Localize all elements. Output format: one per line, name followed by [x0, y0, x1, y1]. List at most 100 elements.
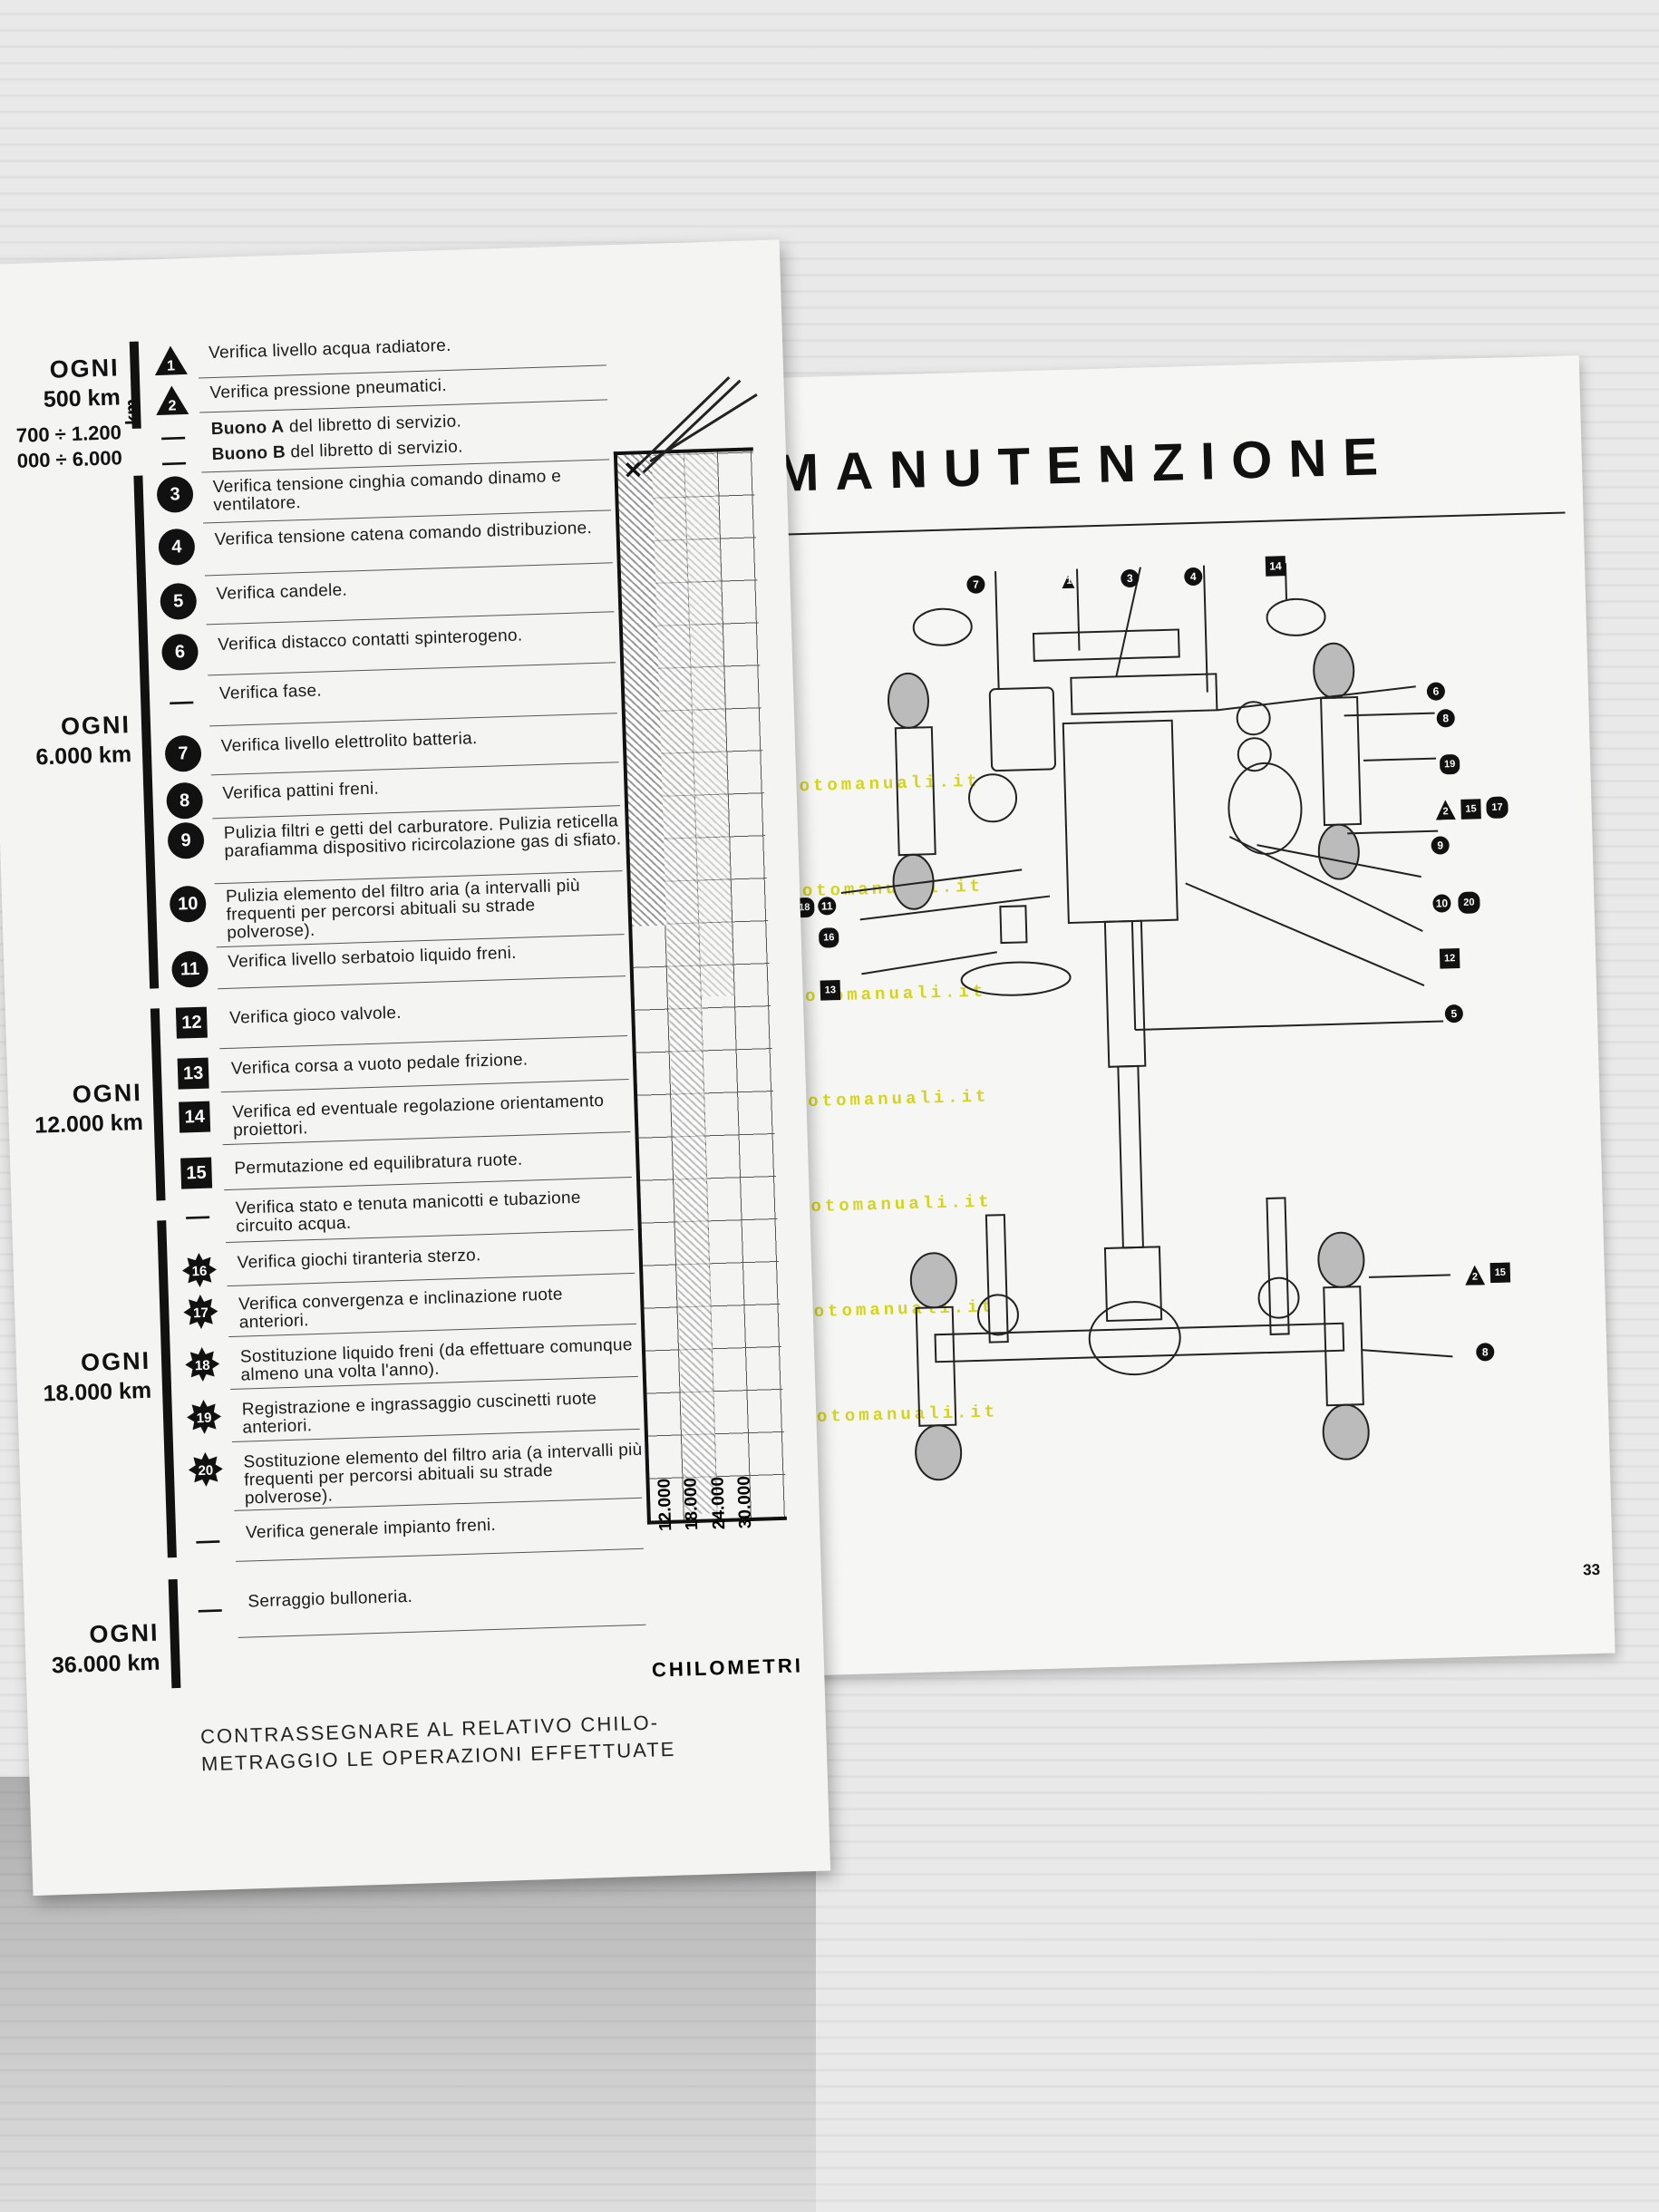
km-tick: 18.000 — [682, 1478, 703, 1531]
svg-text:16: 16 — [191, 1264, 207, 1280]
callout-badge: 20 — [1458, 891, 1480, 914]
item-text: Verifica tensione cinghia comando dinamo… — [212, 467, 562, 516]
list-item: 13 Verifica corsa a vuoto pedale frizion… — [175, 1048, 629, 1093]
interval-ogni: OGNI — [80, 1346, 151, 1377]
row-divider — [238, 1624, 646, 1638]
left-page: OGNI 500 km 700 ÷ 1.200 000 ÷ 6.000 km O… — [0, 239, 831, 1897]
interval-label: OGNI 36.000 km — [24, 1618, 160, 1682]
svg-text:19: 19 — [196, 1411, 211, 1427]
callout-badge: 12 — [1439, 947, 1460, 969]
group-bar — [150, 1008, 166, 1201]
page-number: 33 — [1582, 1560, 1601, 1579]
interval-km: 6.000 km — [35, 741, 132, 771]
dash-icon: — — [198, 1594, 223, 1623]
interval-km: 12.000 km — [34, 1109, 144, 1139]
number-badge: 15 — [180, 1157, 213, 1189]
list-item: 11 Verifica livello serbatoio liquido fr… — [170, 941, 626, 990]
item-text: Verifica gioco valvole. — [228, 1003, 403, 1028]
interval-label: OGNI 500 km — [0, 353, 121, 416]
number-badge: 11 — [170, 950, 209, 988]
list-item: 6 Verifica distacco contatti spinterogen… — [160, 624, 616, 676]
km-tick: 30.000 — [734, 1476, 756, 1529]
item-text: Serraggio bulloneria. — [247, 1586, 413, 1612]
list-item: 8 Verifica pattini freni. — [166, 772, 621, 820]
item-text: Permutazione ed equilibratura ruote. — [234, 1150, 523, 1179]
interval-label: OGNI 6.000 km — [0, 710, 132, 773]
number-badge: 12 — [175, 1006, 208, 1039]
item-text: Verifica distacco contatti spinterogeno. — [217, 626, 523, 655]
list-item: 15 Permutazione ed equilibratura ruote. — [178, 1148, 632, 1191]
triangle-badge-icon: 1 — [152, 342, 189, 379]
km-scale: 12.000 18.000 24.000 30.000 — [655, 1476, 758, 1552]
number-badge: 9 — [167, 821, 205, 859]
number-badge: 4 — [158, 528, 196, 567]
list-item: — Serraggio bulloneria. — [191, 1581, 646, 1638]
interval-km: 700 ÷ 1.200 — [15, 421, 122, 447]
interval-km: 500 km — [43, 384, 121, 412]
item-text: del libretto di servizio. — [284, 412, 462, 437]
dash-icon: — — [169, 686, 194, 715]
interval-label: OGNI 12.000 km — [7, 1078, 143, 1141]
row-divider — [219, 1035, 628, 1050]
item-text: Verifica livello elettrolito batteria. — [220, 729, 478, 756]
row-divider — [236, 1547, 644, 1562]
svg-text:1: 1 — [167, 358, 176, 374]
row-divider — [210, 762, 619, 776]
item-text: Verifica tensione catena comando distrib… — [214, 519, 593, 550]
group-bar — [133, 475, 160, 989]
coupon-label: Buono B — [211, 442, 286, 465]
svg-text:20: 20 — [198, 1463, 213, 1480]
item-text: Verifica fase. — [218, 681, 323, 703]
item-text: Verifica giochi tiranteria sterzo. — [237, 1246, 481, 1273]
interval-km: 36.000 km — [51, 1649, 160, 1679]
dash-icon: — — [195, 1525, 220, 1554]
list-item: 20 Sostituzione elemento del filtro aria… — [187, 1441, 643, 1511]
number-badge: 8 — [166, 781, 204, 820]
item-text: Sostituzione elemento del filtro aria (a… — [243, 1440, 643, 1509]
list-item: 2 Verifica pressione pneumatici. — [153, 372, 608, 416]
row-divider — [204, 562, 613, 577]
item-text: Verifica generale impianto freni. — [245, 1515, 497, 1543]
item-text: Verifica corsa a vuoto pedale frizione. — [230, 1050, 529, 1079]
row-divider — [206, 611, 615, 626]
star-badge-icon: 20 — [187, 1450, 224, 1488]
list-item: 7 Verifica livello elettrolito batteria. — [164, 725, 619, 776]
km-tick: 12.000 — [655, 1479, 677, 1532]
number-badge: 14 — [179, 1101, 211, 1133]
group-bar — [157, 1220, 177, 1558]
group-bar — [168, 1578, 181, 1689]
list-item: 19 Registrazione e ingrassaggio cuscinet… — [186, 1389, 640, 1442]
footnote: CONTRASSEGNARE AL RELATIVO CHILO- METRAG… — [200, 1709, 676, 1778]
item-text: Verifica stato e tenuta manicotti e tuba… — [235, 1188, 582, 1237]
callout-badge: 1 — [1066, 575, 1072, 587]
item-text: Pulizia filtri e getti del carburatore. … — [223, 811, 622, 861]
interval-ogni: OGNI — [89, 1618, 160, 1649]
item-text: Pulizia elemento del filtro aria (a inte… — [225, 876, 581, 943]
callout-badge: 15 — [1489, 1262, 1511, 1284]
item-text: Verifica pattini freni. — [222, 779, 380, 803]
coupon-label: Buono A — [210, 417, 285, 440]
callout-badge: 14 — [1265, 556, 1286, 577]
list-item: 12 Verifica gioco valvole. — [173, 997, 628, 1050]
star-badge-icon: 18 — [184, 1345, 221, 1382]
row-divider — [227, 1272, 635, 1287]
svg-text:17: 17 — [193, 1305, 209, 1322]
km-tick: 24.000 — [708, 1477, 730, 1530]
dash-icon: — — [185, 1201, 210, 1229]
list-item: 5 Verifica candele. — [160, 573, 615, 626]
list-item: 18 Sostituzione liquido freni (da effett… — [184, 1335, 638, 1391]
callout-badge: 19 — [1439, 753, 1460, 775]
number-badge: 6 — [160, 633, 199, 671]
group-bar — [129, 341, 141, 429]
item-text: Verifica livello acqua radiatore. — [208, 335, 451, 364]
svg-text:2: 2 — [168, 398, 177, 413]
list-item: 14 Verifica ed eventuale regolazione ori… — [176, 1091, 631, 1146]
dash-icon: — — [161, 447, 187, 476]
pen-icon: ✕ — [623, 376, 758, 480]
star-badge-icon: 17 — [182, 1293, 219, 1330]
interval-ogni: OGNI — [49, 354, 121, 383]
callout-badge: 13 — [820, 980, 841, 1001]
right-page: MANUTENZIONE www.motomanuali.it www.moto… — [729, 355, 1615, 1677]
list-item: 9 Pulizia filtri e getti del carburatore… — [167, 811, 623, 885]
star-badge-icon: 16 — [180, 1251, 218, 1288]
